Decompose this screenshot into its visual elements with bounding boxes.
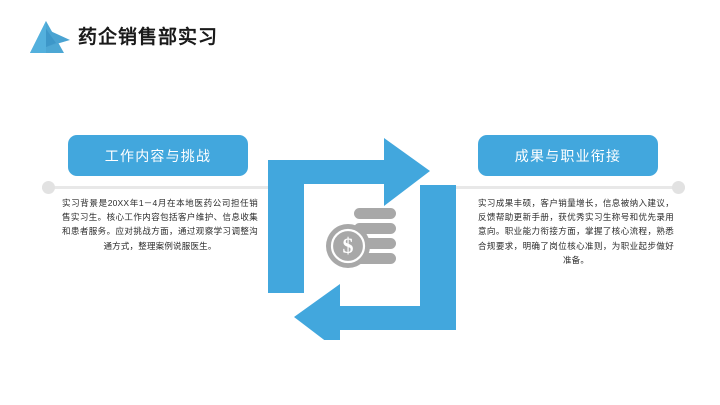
section-body-left: 实习背景是20XX年1－4月在本地医药公司担任销售实习生。核心工作内容包括客户维… [62,198,258,251]
triangle-mountain-logo [30,19,70,57]
arrow-clockwise-top-right [268,138,430,293]
cycle-arrows-with-money: $ [262,138,462,340]
divider-rail-left [42,186,292,189]
section-heading-pill-right[interactable]: 成果与职业衔接 [478,135,658,176]
section-heading-pill-left[interactable]: 工作内容与挑战 [68,135,248,176]
svg-text:$: $ [343,233,354,258]
money-coins-icon: $ [326,208,396,268]
divider-rail-right [437,186,685,189]
section-body-right: 实习成果丰硕，客户销量增长，信息被纳入建议，反馈帮助更新手册，获优秀实习生称号和… [478,198,674,265]
rail-dot-left [42,181,55,194]
slide-header: 药企销售部实习 [0,0,720,62]
rail-dot-right [672,181,685,194]
arrow-counterclockwise-bottom-left [294,185,456,340]
page-title: 药企销售部实习 [78,27,219,48]
